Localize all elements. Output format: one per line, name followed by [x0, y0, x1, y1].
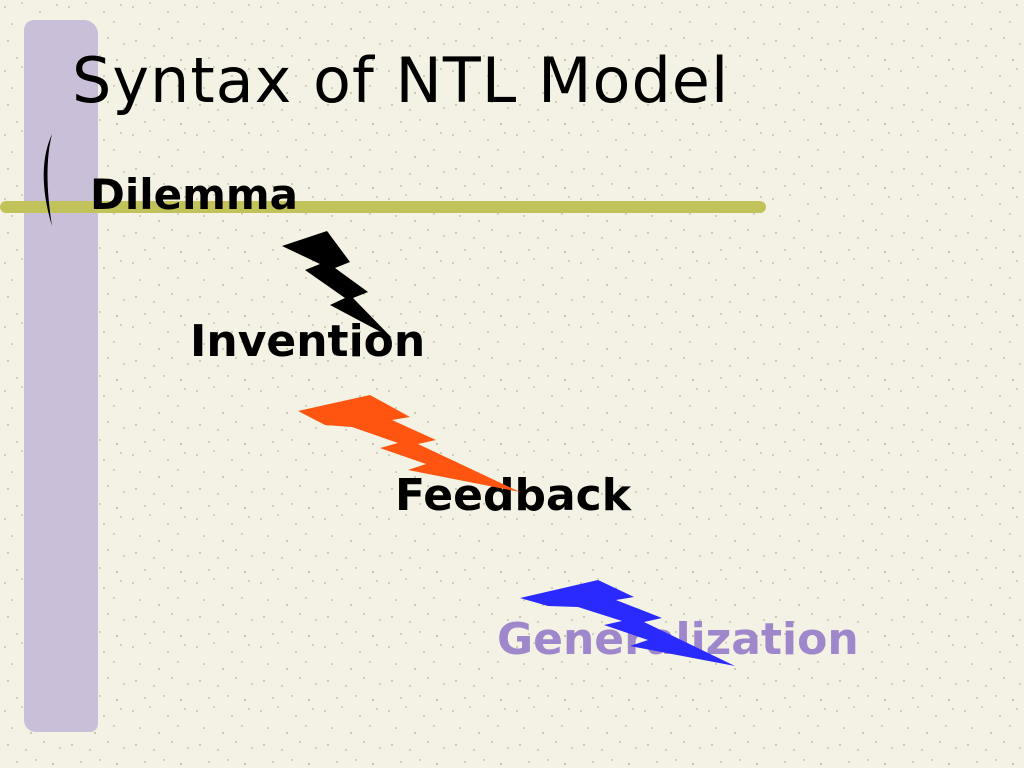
bracket-bullet-icon [43, 134, 52, 226]
step-generalization: Generalization [497, 614, 859, 665]
title-rule-line [0, 201, 766, 213]
step-invention: Invention [190, 316, 426, 367]
slide-title: Syntax of NTL Model [72, 44, 730, 117]
step-feedback: Feedback [395, 470, 631, 521]
step-dilemma: Dilemma [90, 170, 299, 219]
accent-side-bar [24, 20, 98, 732]
